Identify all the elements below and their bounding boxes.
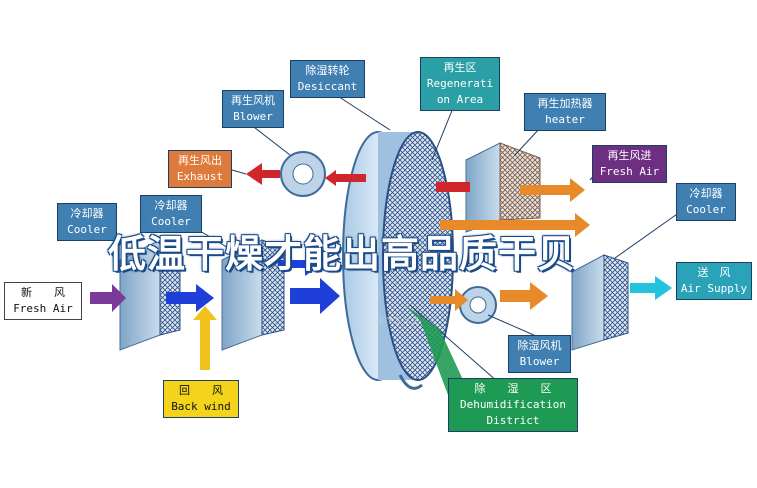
cooler-right-label-cn: 冷却器 xyxy=(689,187,723,200)
regen-blower-label-en: Blower xyxy=(233,110,273,123)
dehum-zone-pointer xyxy=(405,305,470,395)
dehum-blower-unit xyxy=(459,286,497,324)
watermark: X Y S Y Z xyxy=(378,317,419,327)
regen-fresh-air-label: 再生风进 Fresh Air xyxy=(592,145,667,183)
back-wind-label-en: Back wind xyxy=(171,400,231,413)
regen-exhaust-label: 再生风出 Exhaust xyxy=(168,150,232,188)
back-wind-label-cn: 回 风 xyxy=(179,384,223,397)
regen-fresh-air-label-cn: 再生风进 xyxy=(607,149,652,162)
regen-heater-label: 再生加热器 heater xyxy=(524,93,606,131)
desiccant-label: 除湿转轮 Desiccant xyxy=(290,60,365,98)
cooler-left-label-en: Cooler xyxy=(67,223,107,236)
cooler-right-label: 冷却器 Cooler xyxy=(676,183,736,221)
desiccant-label-en: Desiccant xyxy=(297,80,358,93)
cooler-left-label-cn: 冷却器 xyxy=(70,207,104,220)
air-supply-label: 送 风 Air Supply xyxy=(676,262,752,300)
cooler-mid-label-cn: 冷却器 xyxy=(154,199,188,212)
cooler-mid-label: 冷却器 Cooler xyxy=(140,195,202,233)
regen-fresh-air-label-en: Fresh Air xyxy=(599,165,660,178)
regen-area-label-cn: 再生区 xyxy=(443,61,477,74)
regen-area-label: 再生区 Regenerati on Area xyxy=(420,57,500,111)
back-wind-label: 回 风 Back wind xyxy=(163,380,239,418)
cooler-left-label: 冷却器 Cooler xyxy=(57,203,117,241)
regen-area-label-en2: on Area xyxy=(436,93,484,106)
cooler-mid-label-en: Cooler xyxy=(151,215,191,228)
dehum-district-label-cn: 除 湿 区 xyxy=(474,382,552,395)
headline-banner: 低温干燥才能出高品质干贝 xyxy=(108,232,577,276)
dehum-blower-label-en: Blower xyxy=(519,355,560,368)
cooler-left-unit xyxy=(119,239,181,351)
regen-area-label-en1: Regenerati xyxy=(426,77,494,90)
fresh-air-label-cn: 新 风 xyxy=(21,286,65,299)
regen-exhaust-label-cn: 再生风出 xyxy=(178,154,222,167)
dehum-blower-label: 除湿风机 Blower xyxy=(508,335,571,373)
dehum-district-label-en2: District xyxy=(486,414,540,427)
cooler-right-label-en: Cooler xyxy=(686,203,726,216)
regen-exhaust-label-en: Exhaust xyxy=(176,170,224,183)
regen-heater-label-cn: 再生加热器 xyxy=(537,97,593,110)
fresh-air-label: 新 风 Fresh Air xyxy=(4,282,82,320)
regen-blower-unit xyxy=(280,151,326,197)
regen-blower-label-cn: 再生风机 xyxy=(231,94,275,107)
airflow-arrows xyxy=(90,163,672,370)
dehum-district-label: 除 湿 区 Dehumidification District xyxy=(448,378,578,432)
fresh-air-label-en: Fresh Air xyxy=(13,302,73,315)
dehum-district-label-en1: Dehumidification xyxy=(460,398,566,411)
cooler-right-unit xyxy=(571,254,629,351)
desiccant-label-cn: 除湿转轮 xyxy=(305,64,350,77)
air-supply-label-cn: 送 风 xyxy=(697,266,731,279)
regen-heater-label-en: heater xyxy=(545,113,585,126)
air-supply-label-en: Air Supply xyxy=(680,282,748,295)
dehum-blower-label-cn: 除湿风机 xyxy=(517,339,562,352)
desiccant-wheel xyxy=(342,131,454,390)
regen-blower-label: 再生风机 Blower xyxy=(222,90,284,128)
